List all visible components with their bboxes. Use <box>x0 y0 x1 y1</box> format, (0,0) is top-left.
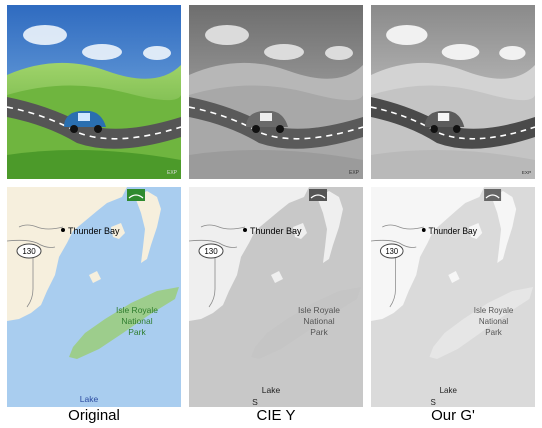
park-area <box>251 287 361 359</box>
road-line <box>26 253 34 308</box>
map-symbol-icon <box>127 189 145 201</box>
road <box>189 97 363 149</box>
corner-mark: EXP <box>349 170 360 176</box>
route-shield: 130 <box>198 243 224 259</box>
park-label-line1: Isle Royale <box>298 305 340 315</box>
map-cie-y: 130 Thunder Bay Isle Royale National Par… <box>189 187 363 407</box>
road-line <box>389 253 396 308</box>
island <box>448 271 460 283</box>
road-line <box>208 253 216 308</box>
lake-label: Lake <box>80 394 99 404</box>
cloud <box>23 25 171 60</box>
route-number: 130 <box>204 247 218 256</box>
caption-cie-y: CIE Y <box>256 407 296 424</box>
route-shield: 130 <box>379 243 404 259</box>
road-line <box>18 224 64 230</box>
park-label-line3: Park <box>485 328 502 337</box>
park-label-line2: National <box>479 317 509 326</box>
island <box>135 191 161 263</box>
corner-mark: EXP <box>522 170 531 176</box>
panel-our-g-map: 130 Thunder Bay Isle Royale National Par… <box>371 187 535 407</box>
city-label: Thunder Bay <box>428 226 477 236</box>
park-label-line2: National <box>121 316 152 326</box>
road <box>7 97 181 149</box>
road-line <box>371 239 417 248</box>
car <box>64 111 106 133</box>
map-original: 130 Thunder Bay Isle Royale National Par… <box>7 187 181 407</box>
map-symbol-icon <box>309 189 327 201</box>
island <box>469 223 483 239</box>
map-symbol-icon <box>484 189 502 201</box>
land <box>371 187 485 321</box>
park-area <box>69 287 179 359</box>
city-marker <box>421 228 426 232</box>
map-our-g: 130 Thunder Bay Isle Royale National Par… <box>371 187 535 407</box>
park-label-line1: Isle Royale <box>116 305 158 315</box>
panel-original-scene: EXP <box>7 5 181 179</box>
car <box>246 111 288 133</box>
city-label: Thunder Bay <box>250 226 302 236</box>
road-line <box>382 224 424 230</box>
panel-cie-y-map: 130 Thunder Bay Isle Royale National Par… <box>189 187 363 407</box>
lake-label: Lake <box>262 385 281 395</box>
road-line <box>189 239 238 248</box>
land <box>189 187 309 321</box>
park-label-line3: Park <box>128 327 146 337</box>
island <box>111 223 125 239</box>
park-label-line1: Isle Royale <box>474 306 514 315</box>
cloud <box>205 25 353 60</box>
lake-label-trail: S <box>431 398 437 407</box>
panel-our-g-scene: EXP <box>371 5 535 179</box>
route-shield: 130 <box>16 243 42 259</box>
panel-cie-y-scene: EXP <box>189 5 363 179</box>
city-marker <box>61 228 65 232</box>
panel-original-map: 130 Thunder Bay Isle Royale National Par… <box>7 187 181 407</box>
land <box>7 187 127 321</box>
car <box>424 111 465 133</box>
route-number: 130 <box>22 247 36 256</box>
scene-original-illustration: EXP <box>7 5 181 179</box>
route-number: 130 <box>385 247 398 256</box>
park-area <box>429 287 534 359</box>
island <box>89 271 101 283</box>
lake-label-trail: S <box>252 397 258 407</box>
island <box>491 191 517 263</box>
island <box>271 271 283 283</box>
scene-our-g-illustration: EXP <box>371 5 535 179</box>
island <box>317 191 343 263</box>
cloud <box>386 25 526 60</box>
caption-original: Original <box>68 407 120 424</box>
lake-label: Lake <box>440 386 458 395</box>
city-marker <box>243 228 247 232</box>
park-label-line2: National <box>303 316 334 326</box>
island <box>293 223 307 239</box>
scene-cie-y-illustration: EXP <box>189 5 363 179</box>
corner-mark: EXP <box>167 170 178 176</box>
road-line <box>7 239 56 248</box>
city-label: Thunder Bay <box>68 226 120 236</box>
road <box>371 97 535 149</box>
park-label-line3: Park <box>310 327 328 337</box>
caption-our-g: Our G' <box>431 407 475 424</box>
road-line <box>200 224 246 230</box>
